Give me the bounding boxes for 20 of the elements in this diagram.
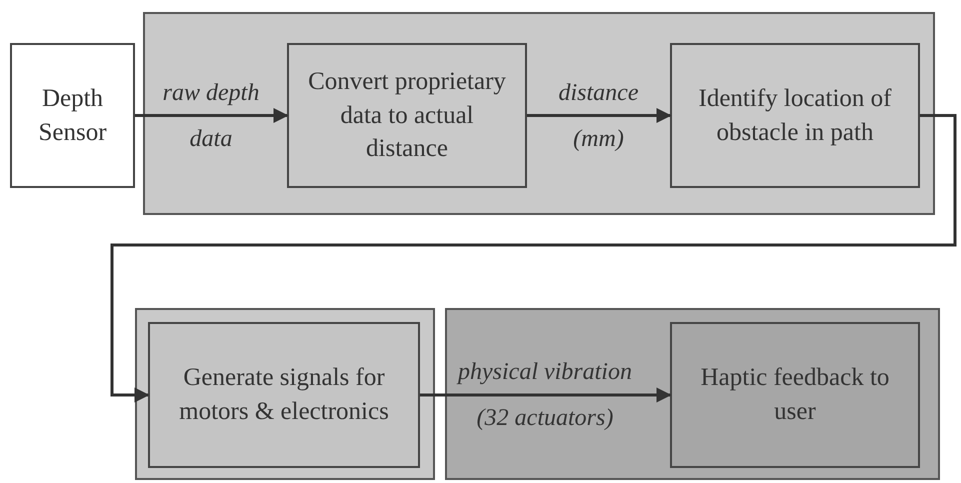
process-box <box>10 43 135 188</box>
box-label: Depth Sensor <box>37 84 108 148</box>
arrow <box>420 388 672 402</box>
box-label: Convert proprietary data to actual distance <box>307 66 507 164</box>
edge-label: distance (mm) <box>558 78 640 154</box>
arrow <box>110 114 956 402</box>
panel <box>143 12 935 215</box>
process-box <box>287 43 527 188</box>
panel <box>135 308 435 480</box>
panel <box>445 308 940 480</box>
edge-label: physical vibration (32 actuators) <box>456 358 633 433</box>
edge-label: raw depth data <box>162 78 260 154</box>
process-box <box>148 322 420 468</box>
box-label: Haptic feedback to user <box>700 363 890 427</box>
arrow <box>527 108 672 123</box>
box-label: Identify location of obstacle in path <box>698 84 892 148</box>
process-box <box>670 43 920 188</box>
process-box <box>670 322 920 468</box>
box-label: Generate signals for motors & electronics <box>178 363 390 427</box>
arrow <box>135 108 288 123</box>
